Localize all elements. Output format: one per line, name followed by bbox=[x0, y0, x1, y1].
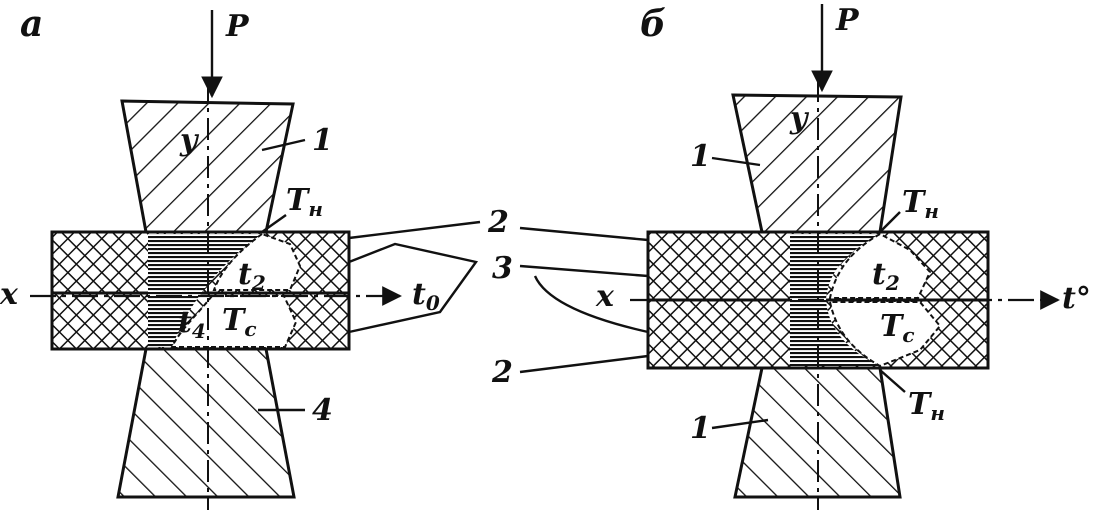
panel-a-tc-label: Tс bbox=[222, 303, 257, 341]
panel-a-isotherm-t2 bbox=[212, 232, 302, 291]
panel-a-label-1: 1 bbox=[312, 123, 333, 158]
panel-a-x-label: x bbox=[0, 277, 19, 312]
panel-b-leader-1-bottom bbox=[711, 418, 769, 430]
panel-a-label-4: 4 bbox=[312, 393, 333, 428]
panel-b-x-label: x bbox=[595, 279, 615, 314]
panel-b-tn-top-label: Tн bbox=[902, 185, 939, 223]
leader-3-right bbox=[519, 264, 649, 334]
label-2-top: 2 bbox=[487, 205, 509, 240]
panel-b-tc-label: Tс bbox=[880, 309, 915, 347]
panel-b-temp-axis-label: t° bbox=[1062, 281, 1091, 316]
panel-b-weld-zone bbox=[790, 234, 880, 366]
label-2-bottom: 2 bbox=[491, 355, 513, 390]
panel-b-label-1-top: 1 bbox=[690, 139, 711, 174]
panel-a-tn-label: Tн bbox=[286, 183, 323, 221]
leader-2-bottom bbox=[519, 354, 649, 374]
panel-a-y-label: y bbox=[179, 123, 200, 158]
panel-a: а P y x 1 4 Tн t2 t4 Tс t0 bbox=[0, 3, 440, 510]
panel-b-isotherm-t2 bbox=[828, 232, 932, 299]
panel-a-isotherm-tc bbox=[170, 295, 298, 348]
panel-b-leader-1-top bbox=[711, 156, 761, 167]
panel-a-temp-axis-label: t0 bbox=[412, 277, 440, 315]
panel-a-letter: а bbox=[20, 3, 43, 45]
panel-a-leader-1 bbox=[261, 138, 306, 152]
panel-b-leader-tn-top bbox=[879, 211, 901, 233]
panel-b-tn-bottom-label: Tн bbox=[908, 387, 945, 425]
leader-3-left bbox=[348, 242, 479, 334]
panel-b-letter: б bbox=[640, 3, 666, 45]
leader-2-top-right bbox=[519, 226, 649, 242]
panel-a-bottom-electrode bbox=[116, 347, 296, 499]
panel-b-isotherm-tc bbox=[828, 301, 942, 368]
panel-a-force-label: P bbox=[225, 9, 250, 44]
panel-a-t4-label: t4 bbox=[178, 305, 206, 343]
panel-b-t2-label: t2 bbox=[872, 257, 900, 295]
label-3: 3 bbox=[492, 251, 513, 286]
panel-a-leader-tn bbox=[261, 214, 287, 233]
panel-a-weld-zone bbox=[148, 234, 262, 347]
panel-b-leader-tn-bottom bbox=[879, 369, 906, 393]
shared-leaders: 2 3 2 bbox=[348, 205, 649, 390]
panel-a-t2-label: t2 bbox=[238, 257, 266, 295]
panel-b: б P y x 1 1 Tн Tн t2 Tс t° bbox=[595, 3, 1091, 510]
panel-b-force-label: P bbox=[835, 3, 860, 38]
panel-b-y-label: y bbox=[789, 101, 810, 136]
leader-2-top-left bbox=[348, 220, 481, 240]
panel-b-label-1-bottom: 1 bbox=[690, 411, 711, 446]
